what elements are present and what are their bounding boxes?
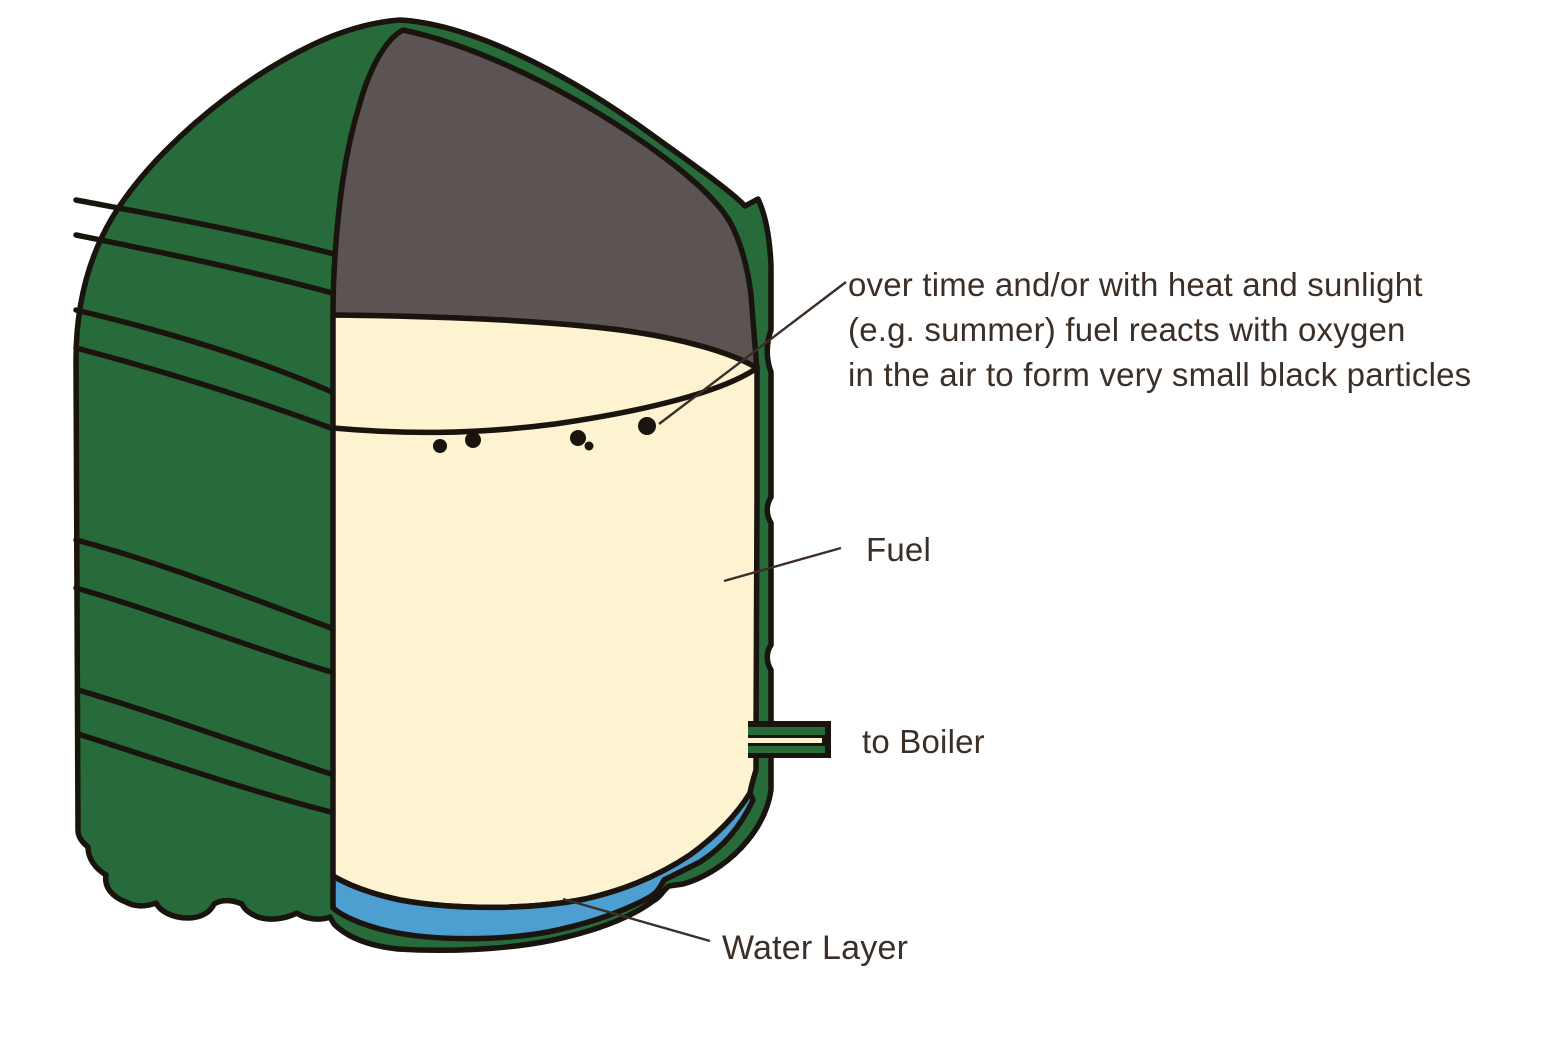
rib-line	[73, 537, 334, 631]
fuel-particle	[465, 432, 481, 448]
label-to-boiler: to Boiler	[862, 723, 985, 760]
label-fuel: Fuel	[866, 531, 931, 568]
fuel-volume	[330, 312, 760, 911]
rib-line	[73, 197, 337, 257]
tank-rib-lines	[73, 197, 339, 815]
outlet-pipe-upper-wall	[748, 727, 825, 735]
fuel-particles	[433, 417, 656, 453]
fuel-particle	[638, 417, 656, 435]
fuel-particle	[433, 439, 447, 453]
outlet-pipe	[748, 721, 831, 758]
label-water-layer: Water Layer	[722, 929, 909, 967]
fuel-particle	[570, 430, 586, 446]
water-layer	[330, 790, 756, 942]
annotation-black-particles: over time and/or with heat and sunlight …	[848, 266, 1472, 393]
rib-line	[73, 232, 339, 297]
fuel-particle	[584, 441, 594, 451]
outlet-pipe-bore	[748, 738, 822, 743]
rib-line	[73, 345, 334, 431]
rib-line	[73, 307, 335, 395]
rib-line	[73, 585, 334, 675]
rib-line	[75, 687, 334, 777]
leader-line-fuel	[723, 546, 842, 583]
rib-line	[75, 731, 334, 815]
leader-line-water-layer	[562, 897, 711, 943]
fuel-surface-line	[330, 365, 760, 436]
outlet-pipe-lower-wall	[748, 746, 825, 753]
leader-line-particles	[658, 281, 847, 425]
